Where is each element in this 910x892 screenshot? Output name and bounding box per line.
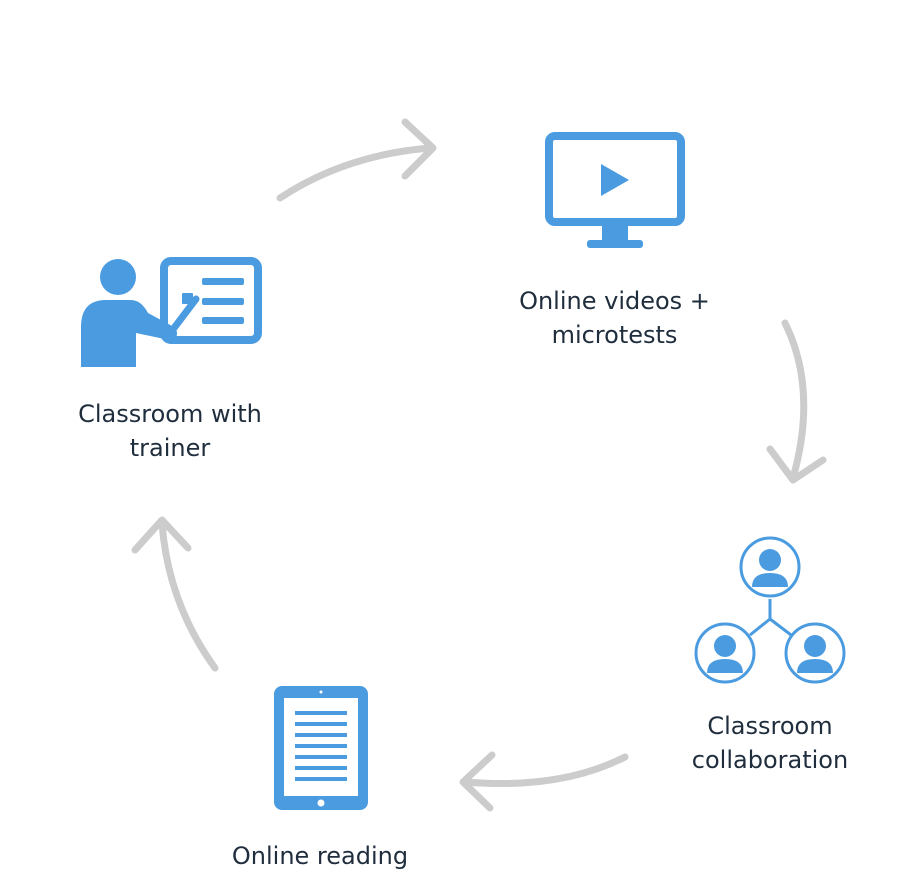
arrow-collaboration-to-reading (459, 751, 629, 812)
arrow-reading-to-trainer (131, 516, 219, 672)
node-label-online-videos: Online videos + microtests (519, 287, 710, 349)
teacher-board-icon (81, 257, 262, 367)
team-network-icon (694, 536, 846, 684)
node-label-online-reading: Online reading (231, 842, 409, 870)
node-label-classroom-trainer: Classroom with trainer (78, 400, 262, 462)
arrow-videos-to-collaboration (766, 319, 827, 484)
tablet-document-icon (274, 686, 368, 810)
arrow-trainer-to-videos (276, 118, 437, 202)
video-monitor-icon (545, 132, 685, 248)
node-label-classroom-collaboration: Classroom collaboration (691, 712, 849, 774)
